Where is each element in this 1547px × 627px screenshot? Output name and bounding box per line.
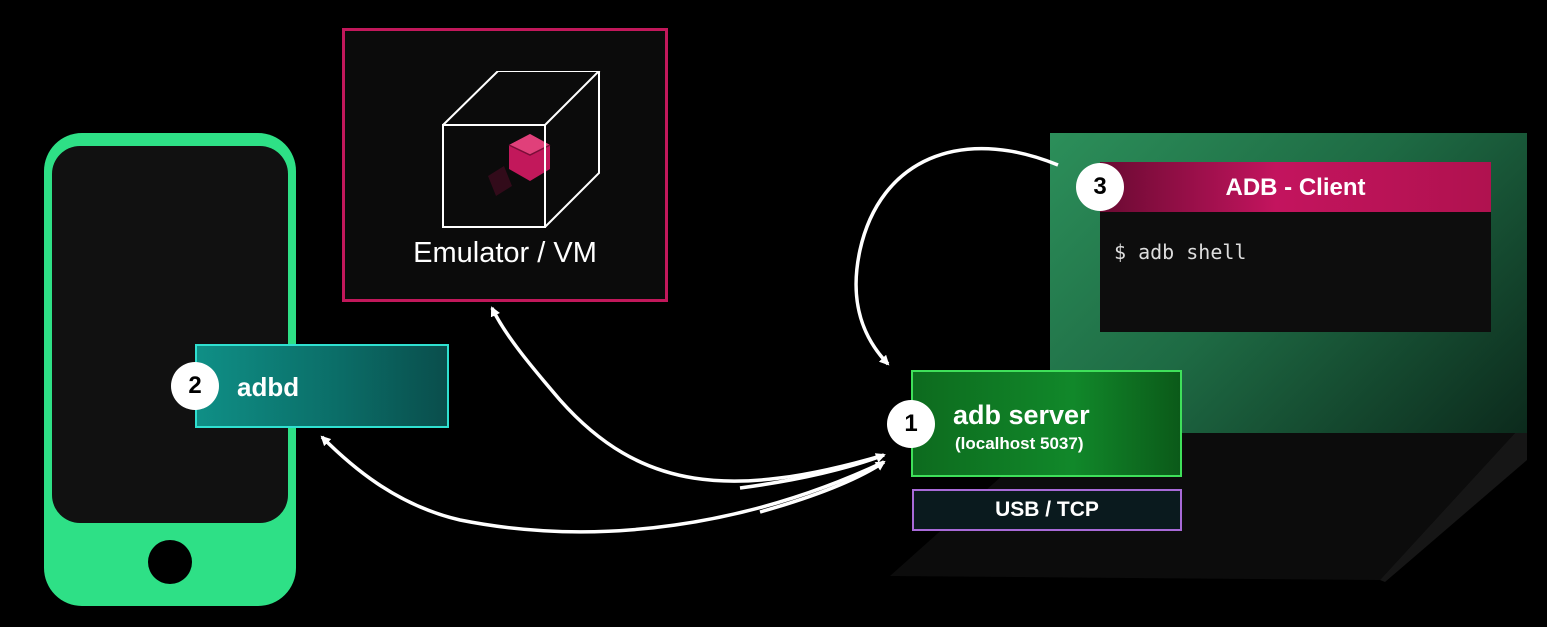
adbd-box: 2 adbd xyxy=(171,344,449,428)
emulator-box: Emulator / VM xyxy=(342,28,668,302)
step-badge-1: 1 xyxy=(887,400,935,448)
emulator-cube-icon xyxy=(442,71,601,228)
adb-client-header: 3 ADB - Client xyxy=(1076,162,1491,212)
emulator-label: Emulator / VM xyxy=(413,237,597,269)
terminal-command: $ adb shell xyxy=(1114,240,1247,264)
phone-home-button xyxy=(148,540,192,584)
adbd-label: adbd xyxy=(237,372,300,402)
adb-server-box: 1 adb server (localhost 5037) xyxy=(887,370,1182,477)
adb-server-subtitle: (localhost 5037) xyxy=(955,434,1084,453)
adb-server-title: adb server xyxy=(953,400,1090,430)
terminal-window: $ adb shell xyxy=(1100,212,1491,332)
adb-client-title: ADB - Client xyxy=(1225,174,1366,201)
step-badge-2: 2 xyxy=(171,362,219,410)
step-badge-3: 3 xyxy=(1076,163,1124,211)
transport-label: USB / TCP xyxy=(912,489,1182,531)
phone-screen xyxy=(52,146,288,523)
